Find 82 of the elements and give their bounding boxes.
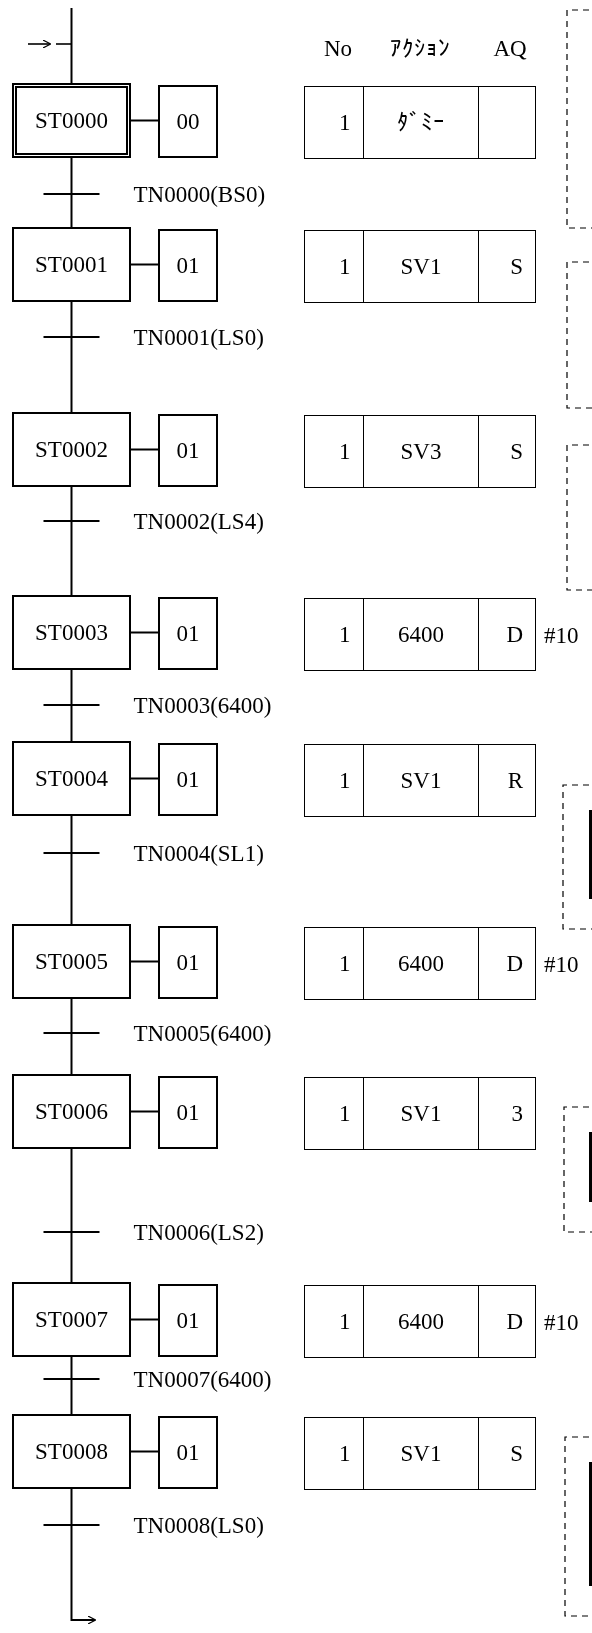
table-cell-text: 1 bbox=[338, 1307, 352, 1336]
action-box bbox=[304, 927, 536, 1000]
step-box: ST0006 bbox=[12, 1074, 131, 1149]
step-box: ST0001 bbox=[12, 227, 131, 302]
table-cell-text: 1 bbox=[338, 766, 352, 795]
step-box: ST0007 bbox=[12, 1282, 131, 1357]
table-cell-text: 1 bbox=[338, 252, 352, 281]
table-cell: SV1 bbox=[362, 1418, 479, 1489]
transition-label: TN0003(6400) bbox=[131, 693, 274, 718]
table-cell: D bbox=[478, 599, 535, 670]
table-cell: SV3 bbox=[362, 416, 479, 487]
step-box: ST0003 bbox=[12, 595, 131, 670]
table-cell: 6400 bbox=[362, 928, 479, 999]
transition-label: TN0005(6400) bbox=[131, 1021, 274, 1046]
step-box: ST0005 bbox=[12, 924, 131, 999]
step-number-box: 01 bbox=[158, 229, 218, 302]
connector-line bbox=[130, 1450, 159, 1453]
action-box bbox=[304, 598, 536, 671]
transition-label: TN0007(6400) bbox=[131, 1367, 274, 1392]
table-cell: 6400 bbox=[362, 599, 479, 670]
table-cell: S bbox=[478, 231, 535, 302]
transition-label: TN0004(SL1) bbox=[131, 841, 266, 866]
connector-line bbox=[130, 448, 159, 451]
transition-line bbox=[42, 1148, 101, 1283]
initial-step-box: ST0000 bbox=[12, 83, 131, 158]
transition-line bbox=[42, 157, 101, 228]
table-cell: D bbox=[478, 1286, 535, 1357]
table-cell-text: 1 bbox=[338, 620, 352, 649]
connector-line bbox=[130, 777, 159, 780]
table-cell: R bbox=[478, 745, 535, 816]
action-box bbox=[304, 1285, 536, 1358]
action-box bbox=[304, 415, 536, 488]
step-number-box: 01 bbox=[158, 926, 218, 999]
table-cell-text: 1 bbox=[338, 1099, 352, 1128]
table-cell: D bbox=[478, 928, 535, 999]
action-box bbox=[304, 86, 536, 159]
transition-line bbox=[42, 815, 101, 925]
transition-label: TN0000(BS0) bbox=[131, 182, 268, 207]
step-number-box: 01 bbox=[158, 1284, 218, 1357]
table-cell-text: 1 bbox=[338, 949, 352, 978]
transition-line bbox=[42, 301, 101, 413]
table-cell: SV1 bbox=[362, 231, 479, 302]
connector-line bbox=[130, 263, 159, 266]
connector-line bbox=[130, 1318, 159, 1321]
connector-line bbox=[70, 7, 73, 84]
table-cell: 3 bbox=[478, 1078, 535, 1149]
transition-line bbox=[42, 669, 101, 742]
step-number-box: 01 bbox=[158, 1416, 218, 1489]
step-number-box: 01 bbox=[158, 597, 218, 670]
step-number-box: 01 bbox=[158, 1076, 218, 1149]
connector-line bbox=[130, 1110, 159, 1113]
transition-label: TN0006(LS2) bbox=[131, 1220, 266, 1245]
step-number-box: 00 bbox=[158, 85, 218, 158]
transition-line bbox=[42, 486, 101, 596]
connector-line bbox=[130, 119, 159, 122]
table-cell-text: 1 bbox=[338, 1439, 352, 1468]
column-header: ｱｸｼｮﾝ bbox=[388, 36, 452, 61]
action-box bbox=[304, 1417, 536, 1490]
table-cell: S bbox=[478, 1418, 535, 1489]
action-box bbox=[304, 230, 536, 303]
transition-label: TN0008(LS0) bbox=[131, 1513, 266, 1538]
transition-line bbox=[42, 1356, 101, 1415]
transition-label: TN0001(LS0) bbox=[131, 325, 266, 350]
transition-line bbox=[42, 998, 101, 1075]
action-box bbox=[304, 744, 536, 817]
step-box: ST0004 bbox=[12, 741, 131, 816]
table-cell: SV1 bbox=[362, 1078, 479, 1149]
transition-label: TN0002(LS4) bbox=[131, 509, 266, 534]
transition-line bbox=[42, 1488, 101, 1625]
table-cell: 6400 bbox=[362, 1286, 479, 1357]
step-number-box: 01 bbox=[158, 743, 218, 816]
step-box: ST0002 bbox=[12, 412, 131, 487]
connector-line bbox=[130, 960, 159, 963]
step-box: ST0008 bbox=[12, 1414, 131, 1489]
table-cell-text: 1 bbox=[338, 108, 352, 137]
table-cell: SV1 bbox=[362, 745, 479, 816]
connector-line bbox=[130, 631, 159, 634]
action-box bbox=[304, 1077, 536, 1150]
table-cell: S bbox=[478, 416, 535, 487]
table-cell: ﾀﾞﾐｰ bbox=[362, 87, 479, 158]
table-cell-text: 1 bbox=[338, 437, 352, 466]
step-number-box: 01 bbox=[158, 414, 218, 487]
